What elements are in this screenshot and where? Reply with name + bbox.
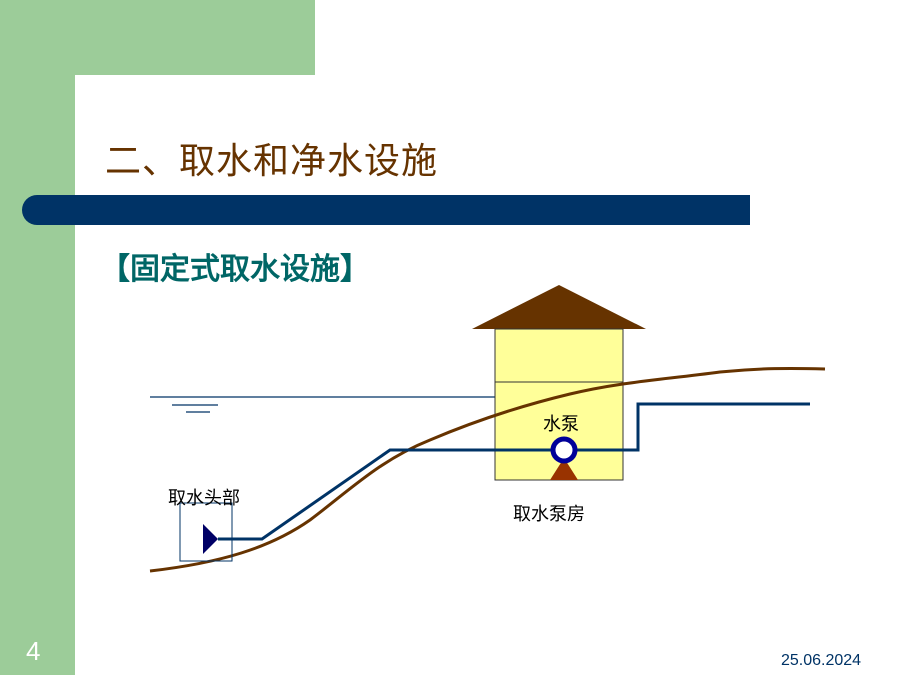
pump-icon [550,436,578,464]
pump-house-roof [472,285,646,329]
ground-line [149,366,826,573]
pump-base [550,458,578,480]
pump-label: 水泵 [543,414,579,435]
intake-head-box [179,502,233,562]
slide-number: 4 [26,636,41,666]
theme-band-left [0,0,75,675]
intake-head-label: 取水头部 [168,488,240,509]
title-underline-bar [22,195,750,225]
slide-title: 二、取水和净水设施 [105,141,439,182]
slide-date: 25.06.2024 [781,652,862,669]
slide-subtitle: 【固定式取水设施】 [100,252,370,287]
pump-house-label: 取水泵房 [513,504,585,525]
intake-head-nozzle [203,524,218,554]
intake-pipe [218,402,810,541]
